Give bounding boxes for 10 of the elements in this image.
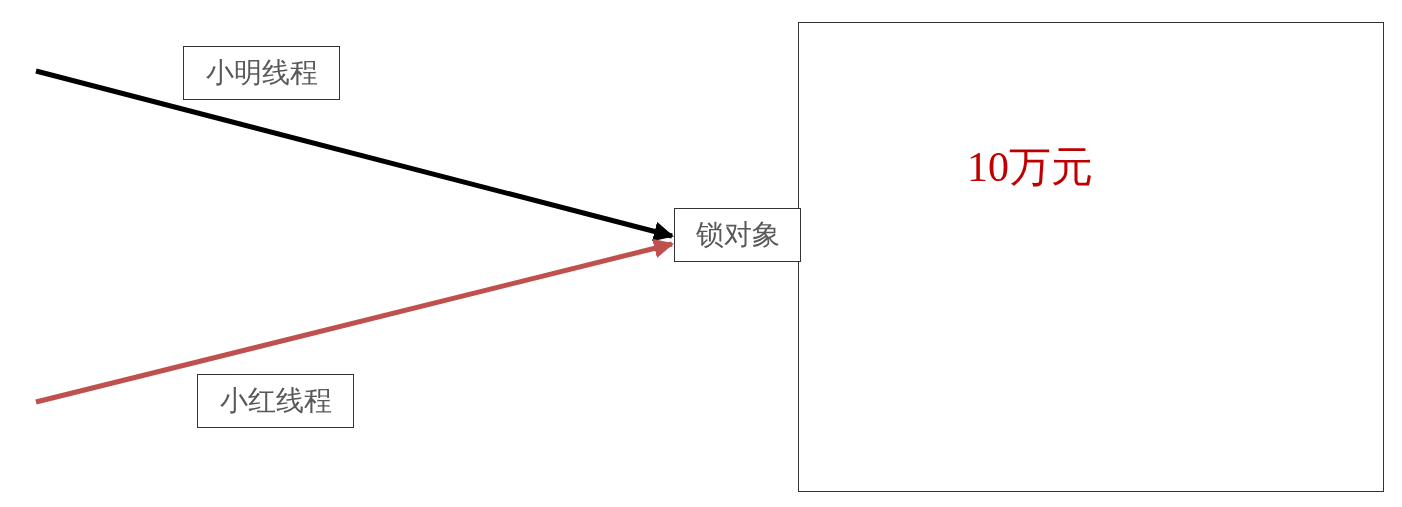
node-text: 锁对象	[695, 218, 780, 252]
node-text: 10万元	[967, 143, 1093, 192]
container-box	[798, 22, 1384, 492]
node-text: 小红线程	[219, 384, 332, 418]
label-box	[183, 46, 340, 100]
node-text: 小明线程	[205, 56, 318, 90]
label-box	[197, 374, 354, 428]
arrow	[35, 238, 674, 405]
arrow	[35, 68, 674, 242]
label-box	[674, 208, 801, 262]
